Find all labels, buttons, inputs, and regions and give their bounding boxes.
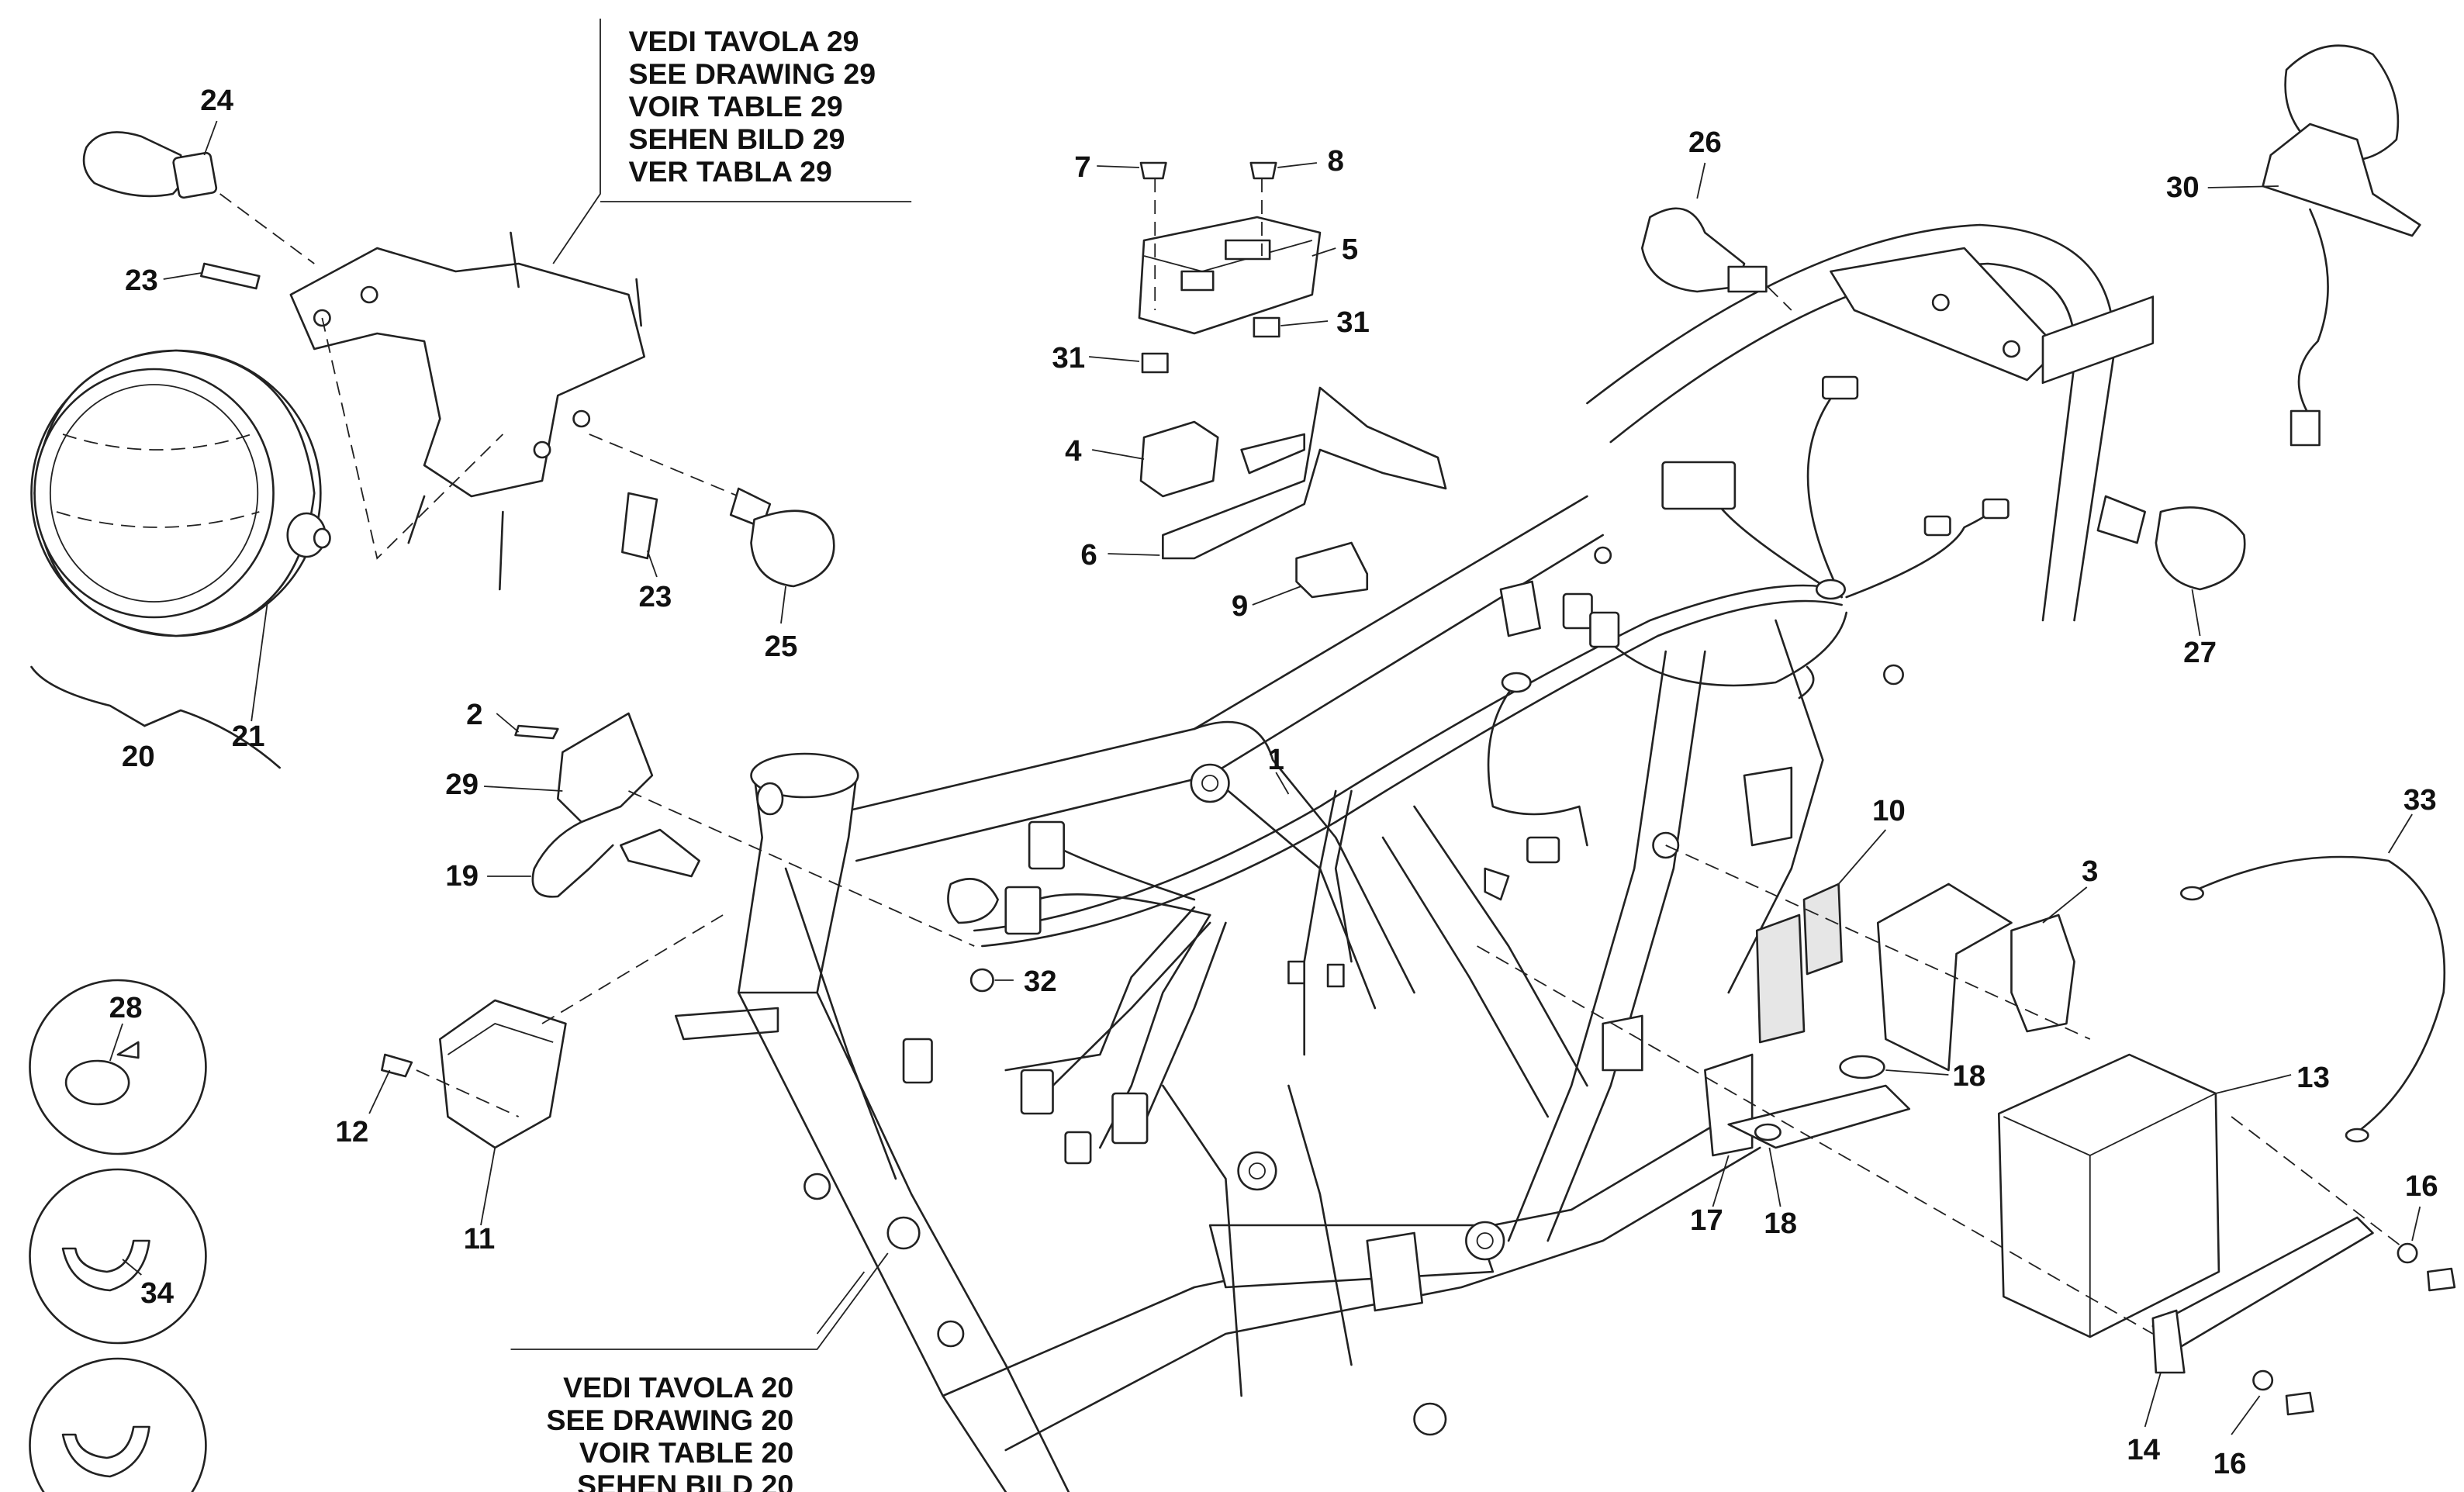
part-label-25: 25	[765, 630, 798, 663]
part-label-29: 29	[445, 768, 479, 801]
ref-29-line-4: SEHEN BILD 29	[628, 123, 845, 155]
part-label-30: 30	[2166, 171, 2200, 204]
part-label-9: 9	[1232, 589, 1248, 623]
part-label-24: 24	[200, 84, 234, 117]
part-label-6: 6	[1080, 538, 1097, 572]
part-label-16-upper: 16	[2405, 1169, 2438, 1203]
ref-20-line-1: VEDI TAVOLA 20	[563, 1371, 793, 1404]
battery-assembly	[1477, 295, 2456, 1416]
ignition-parts	[381, 712, 999, 1149]
part-label-1: 1	[1268, 743, 1284, 776]
part-label-23-left: 23	[125, 264, 158, 297]
part-label-28: 28	[109, 991, 143, 1024]
part-label-33: 33	[2404, 783, 2437, 817]
part-label-23-right: 23	[638, 580, 672, 613]
part-label-5: 5	[1342, 233, 1358, 266]
ref-29-line-5: VER TABLA 29	[628, 155, 831, 188]
ref-20-line-2: SEE DRAWING 20	[547, 1404, 794, 1436]
part-label-2: 2	[466, 698, 482, 731]
motorcycle-frame	[674, 223, 2116, 1492]
ecu-and-relays	[1138, 161, 1447, 599]
part-label-31-right: 31	[1336, 306, 1370, 339]
part-label-32: 32	[1024, 965, 1057, 998]
part-label-19: 19	[445, 859, 479, 893]
part-label-16-lower: 16	[2213, 1447, 2247, 1480]
part-label-18-right: 18	[1952, 1059, 1985, 1093]
part-label-8: 8	[1328, 144, 1344, 178]
part-label-13: 13	[2296, 1061, 2330, 1094]
part-label-26: 26	[1688, 126, 1722, 159]
part-label-18-lower: 18	[1764, 1207, 1797, 1240]
part-label-21: 21	[232, 720, 265, 753]
part-label-7: 7	[1074, 150, 1090, 184]
ref-20-line-3: VOIR TABLE 20	[579, 1436, 793, 1469]
turn-signals	[82, 44, 2421, 591]
part-label-31-left: 31	[1052, 341, 1085, 375]
part-label-20: 20	[122, 740, 155, 773]
wiring-harness	[902, 375, 2010, 1165]
ref-29-line-3: VOIR TABLE 29	[628, 90, 842, 123]
part-label-11: 11	[464, 1222, 496, 1255]
ref-20-line-4: SEHEN BILD 20	[577, 1469, 793, 1492]
part-label-4: 4	[1065, 434, 1082, 468]
ref-29-line-1: VEDI TAVOLA 29	[628, 25, 859, 57]
leader-lines	[109, 120, 2421, 1435]
part-label-27: 27	[2183, 636, 2217, 669]
part-label-17: 17	[1690, 1204, 1723, 1237]
headlight-assembly	[30, 231, 739, 769]
clamp-details	[29, 979, 207, 1492]
part-label-34: 34	[140, 1276, 175, 1310]
part-number-labels: VEDI TAVOLA 29 SEE DRAWING 29 VOIR TABLE…	[109, 25, 2438, 1492]
part-label-10: 10	[1872, 794, 1906, 827]
part-label-3: 3	[2082, 855, 2098, 888]
part-label-12: 12	[335, 1115, 368, 1148]
reference-callouts	[510, 19, 912, 1350]
ref-29-line-2: SEE DRAWING 29	[628, 57, 876, 90]
part-label-14: 14	[2127, 1433, 2161, 1466]
